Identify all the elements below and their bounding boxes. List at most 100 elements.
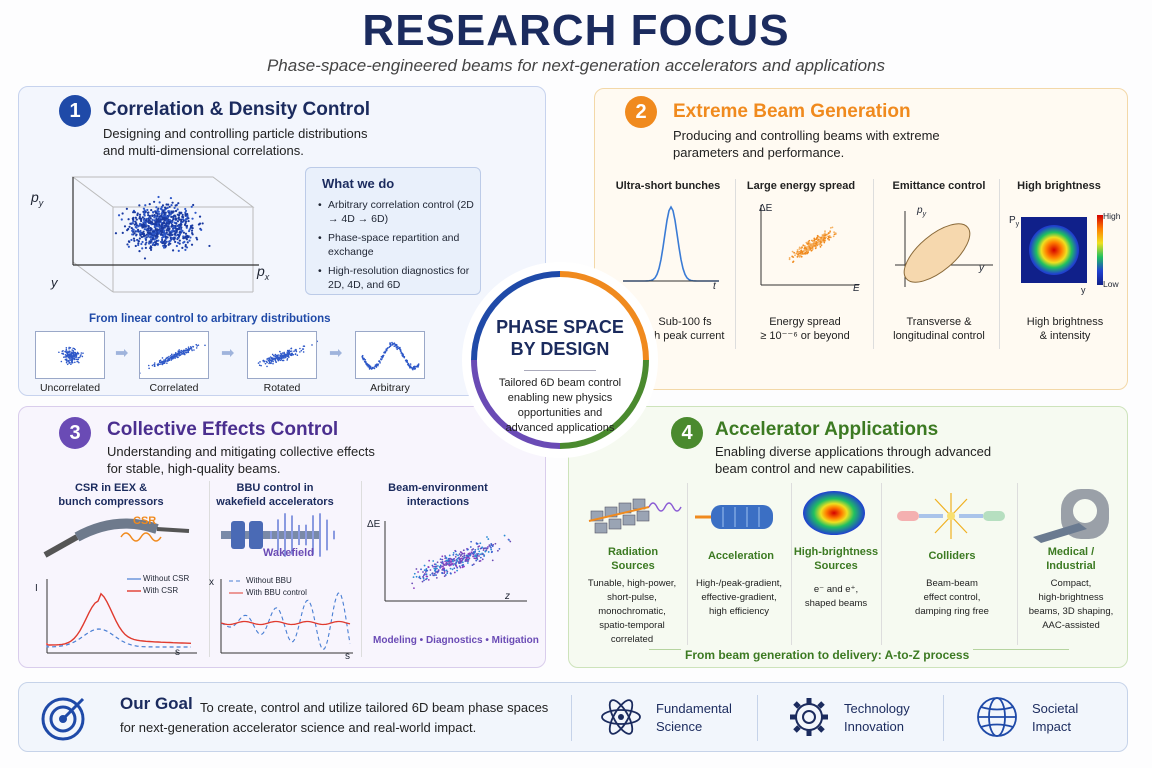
center-divider [524, 370, 596, 371]
particle-dot [814, 241, 817, 243]
particle-dot [184, 207, 187, 211]
particle-dot [475, 555, 477, 558]
particle-dot [151, 214, 154, 217]
particle-dot [151, 218, 154, 221]
goal-bar [18, 682, 1128, 752]
particle-dot [488, 544, 491, 547]
particle-dot [178, 239, 181, 242]
particle-dot [149, 238, 153, 241]
column-title: CSR in EEX &bunch compressors [58, 482, 164, 508]
particle-dot [820, 241, 822, 243]
particle-dot [138, 213, 142, 216]
particle-dot [437, 570, 439, 573]
particle-dot [157, 364, 159, 367]
particle-dot [440, 561, 443, 564]
particle-dot [797, 250, 800, 253]
particle-dot [414, 367, 417, 370]
particle-dot [165, 203, 168, 206]
particle-dot [156, 209, 159, 212]
particle-dot [431, 572, 434, 575]
particle-dot [819, 245, 822, 248]
particle-dot [485, 549, 488, 551]
particle-dot [444, 574, 447, 576]
particle-dot [788, 257, 791, 259]
what-we-do-title: What we do [322, 176, 395, 191]
particle-dot [145, 233, 148, 236]
particle-dot [378, 360, 381, 362]
particle-dot [178, 352, 181, 355]
particle-dot [186, 214, 189, 218]
particle-dot [476, 557, 478, 560]
particle-dot [441, 558, 444, 561]
particle-dot [257, 362, 260, 364]
particle-dot [463, 556, 466, 559]
particle-dot [69, 346, 72, 349]
particle-dot [153, 362, 156, 364]
particle-dot [135, 218, 138, 221]
particle-dot [166, 227, 169, 230]
particle-dot [176, 208, 179, 211]
particle-dot [176, 220, 179, 223]
particle-dot [462, 549, 465, 552]
particle-dot [66, 354, 69, 356]
particle-dot [455, 565, 458, 568]
particle-dot [138, 204, 141, 207]
column-title: Large energy spread [746, 180, 856, 192]
particle-dot [432, 560, 435, 562]
particle-dot [184, 214, 187, 217]
particle-dot [164, 211, 167, 214]
particle-dot [453, 567, 456, 570]
brightness-heatmap [1021, 217, 1087, 283]
column-divider [881, 483, 882, 645]
distribution-label: Arbitrary [370, 382, 410, 394]
particle-dot [174, 224, 177, 228]
particle-dot [435, 565, 438, 568]
particle-dot [273, 358, 276, 360]
particle-dot [171, 355, 173, 358]
particle-dot [69, 359, 72, 361]
particle-dot [147, 220, 150, 224]
particle-dot [159, 207, 163, 210]
particle-dot [180, 220, 183, 223]
what-we-do-item: Arbitrary correlation control (2D → 4D →… [318, 198, 474, 226]
particle-dot [152, 235, 155, 238]
particle-dot [163, 242, 167, 245]
particle-dot [165, 222, 168, 225]
particle-dot [286, 349, 289, 352]
particle-dot [296, 354, 299, 356]
particle-dot [392, 342, 394, 345]
particle-dot [818, 236, 821, 239]
particle-dot [456, 557, 459, 560]
particle-dot [294, 353, 297, 356]
particle-dot [283, 357, 285, 359]
axis-de-label: ΔE [367, 519, 381, 530]
particle-dot [139, 234, 142, 237]
particle-dot [451, 568, 454, 571]
particle-dot [63, 356, 65, 358]
particle-dot [151, 364, 154, 367]
particle-dot [201, 222, 204, 225]
particle-dot [503, 534, 506, 537]
column-divider [361, 481, 362, 657]
particle-dot [483, 554, 486, 557]
particle-dot [151, 210, 155, 214]
axis-e-label: E [853, 283, 860, 294]
particle-dot [281, 354, 283, 356]
particle-dot [127, 227, 130, 231]
particle-dot [163, 224, 166, 227]
distribution-label: Correlated [149, 382, 199, 394]
particle-dot [134, 244, 137, 248]
particle-dot [70, 360, 73, 363]
particle-dot [371, 367, 374, 370]
particle-dot [68, 356, 71, 358]
particle-dot [66, 352, 68, 354]
particle-dot [451, 563, 454, 565]
particle-dot [162, 229, 166, 232]
particle-dot [390, 344, 392, 347]
particle-dot [260, 364, 262, 367]
particle-dot [147, 364, 150, 367]
particle-dot [147, 217, 150, 220]
particle-dot [816, 237, 819, 239]
